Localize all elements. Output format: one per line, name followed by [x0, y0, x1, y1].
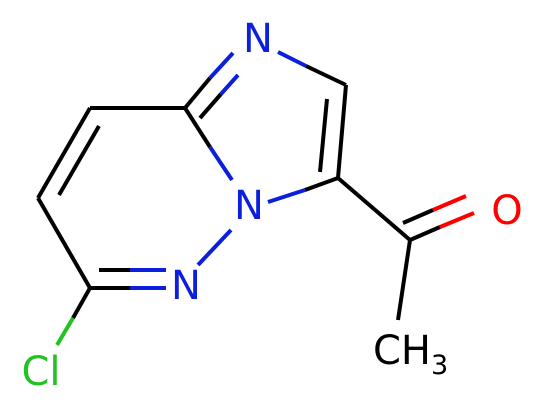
bond-c8a-n1-inner-blue — [219, 73, 240, 96]
methyl-ch-text: CH — [373, 328, 431, 374]
atom-label-oxygen: O — [491, 188, 522, 234]
bond-c8-c7 — [36, 106, 92, 200]
bond-carbonyl-o-red — [439, 211, 475, 229]
atom-label-n-pyridazine: N — [171, 263, 201, 309]
bond-n4-c8a-blue — [208, 145, 234, 182]
bond-c3-carbonyl — [336, 176, 412, 242]
bond-n1-c2-blue — [277, 50, 307, 68]
bond-carbonyl-o-inner-black — [402, 208, 434, 225]
bond-carbonyl-methyl — [396, 239, 412, 321]
bond-c8a-n1-black — [183, 76, 212, 110]
bond-c8-c7-inner — [57, 124, 101, 197]
bond-c6-cl-black — [71, 287, 92, 319]
bond-n1-c2-black — [305, 64, 347, 87]
atom-label-n-imidazole: N — [243, 16, 273, 62]
bond-c2-c3 — [336, 84, 348, 179]
atom-label-methyl: CH3 — [373, 328, 448, 381]
bond-c8a-n1-inner-black — [198, 92, 223, 120]
bond-c2-c3-inner — [318, 98, 329, 173]
bond-n5-n4 — [196, 228, 233, 267]
bond-carbonyl-o-black — [409, 225, 441, 242]
bond-n4-c8a-black — [183, 106, 212, 149]
atom-label-chlorine: Cl — [21, 349, 60, 395]
bond-c6-cl-green — [55, 316, 75, 347]
bond-c3-n4-blue — [267, 188, 306, 204]
bond-carbonyl-o-inner-red — [432, 194, 467, 212]
bond-c8a-n1-blue — [208, 51, 235, 80]
atom-label-n-bridge: N — [234, 183, 264, 229]
methyl-subscript: 3 — [431, 350, 448, 381]
bond-c7-c6 — [36, 196, 92, 290]
bond-c3-n4-black — [304, 176, 339, 192]
